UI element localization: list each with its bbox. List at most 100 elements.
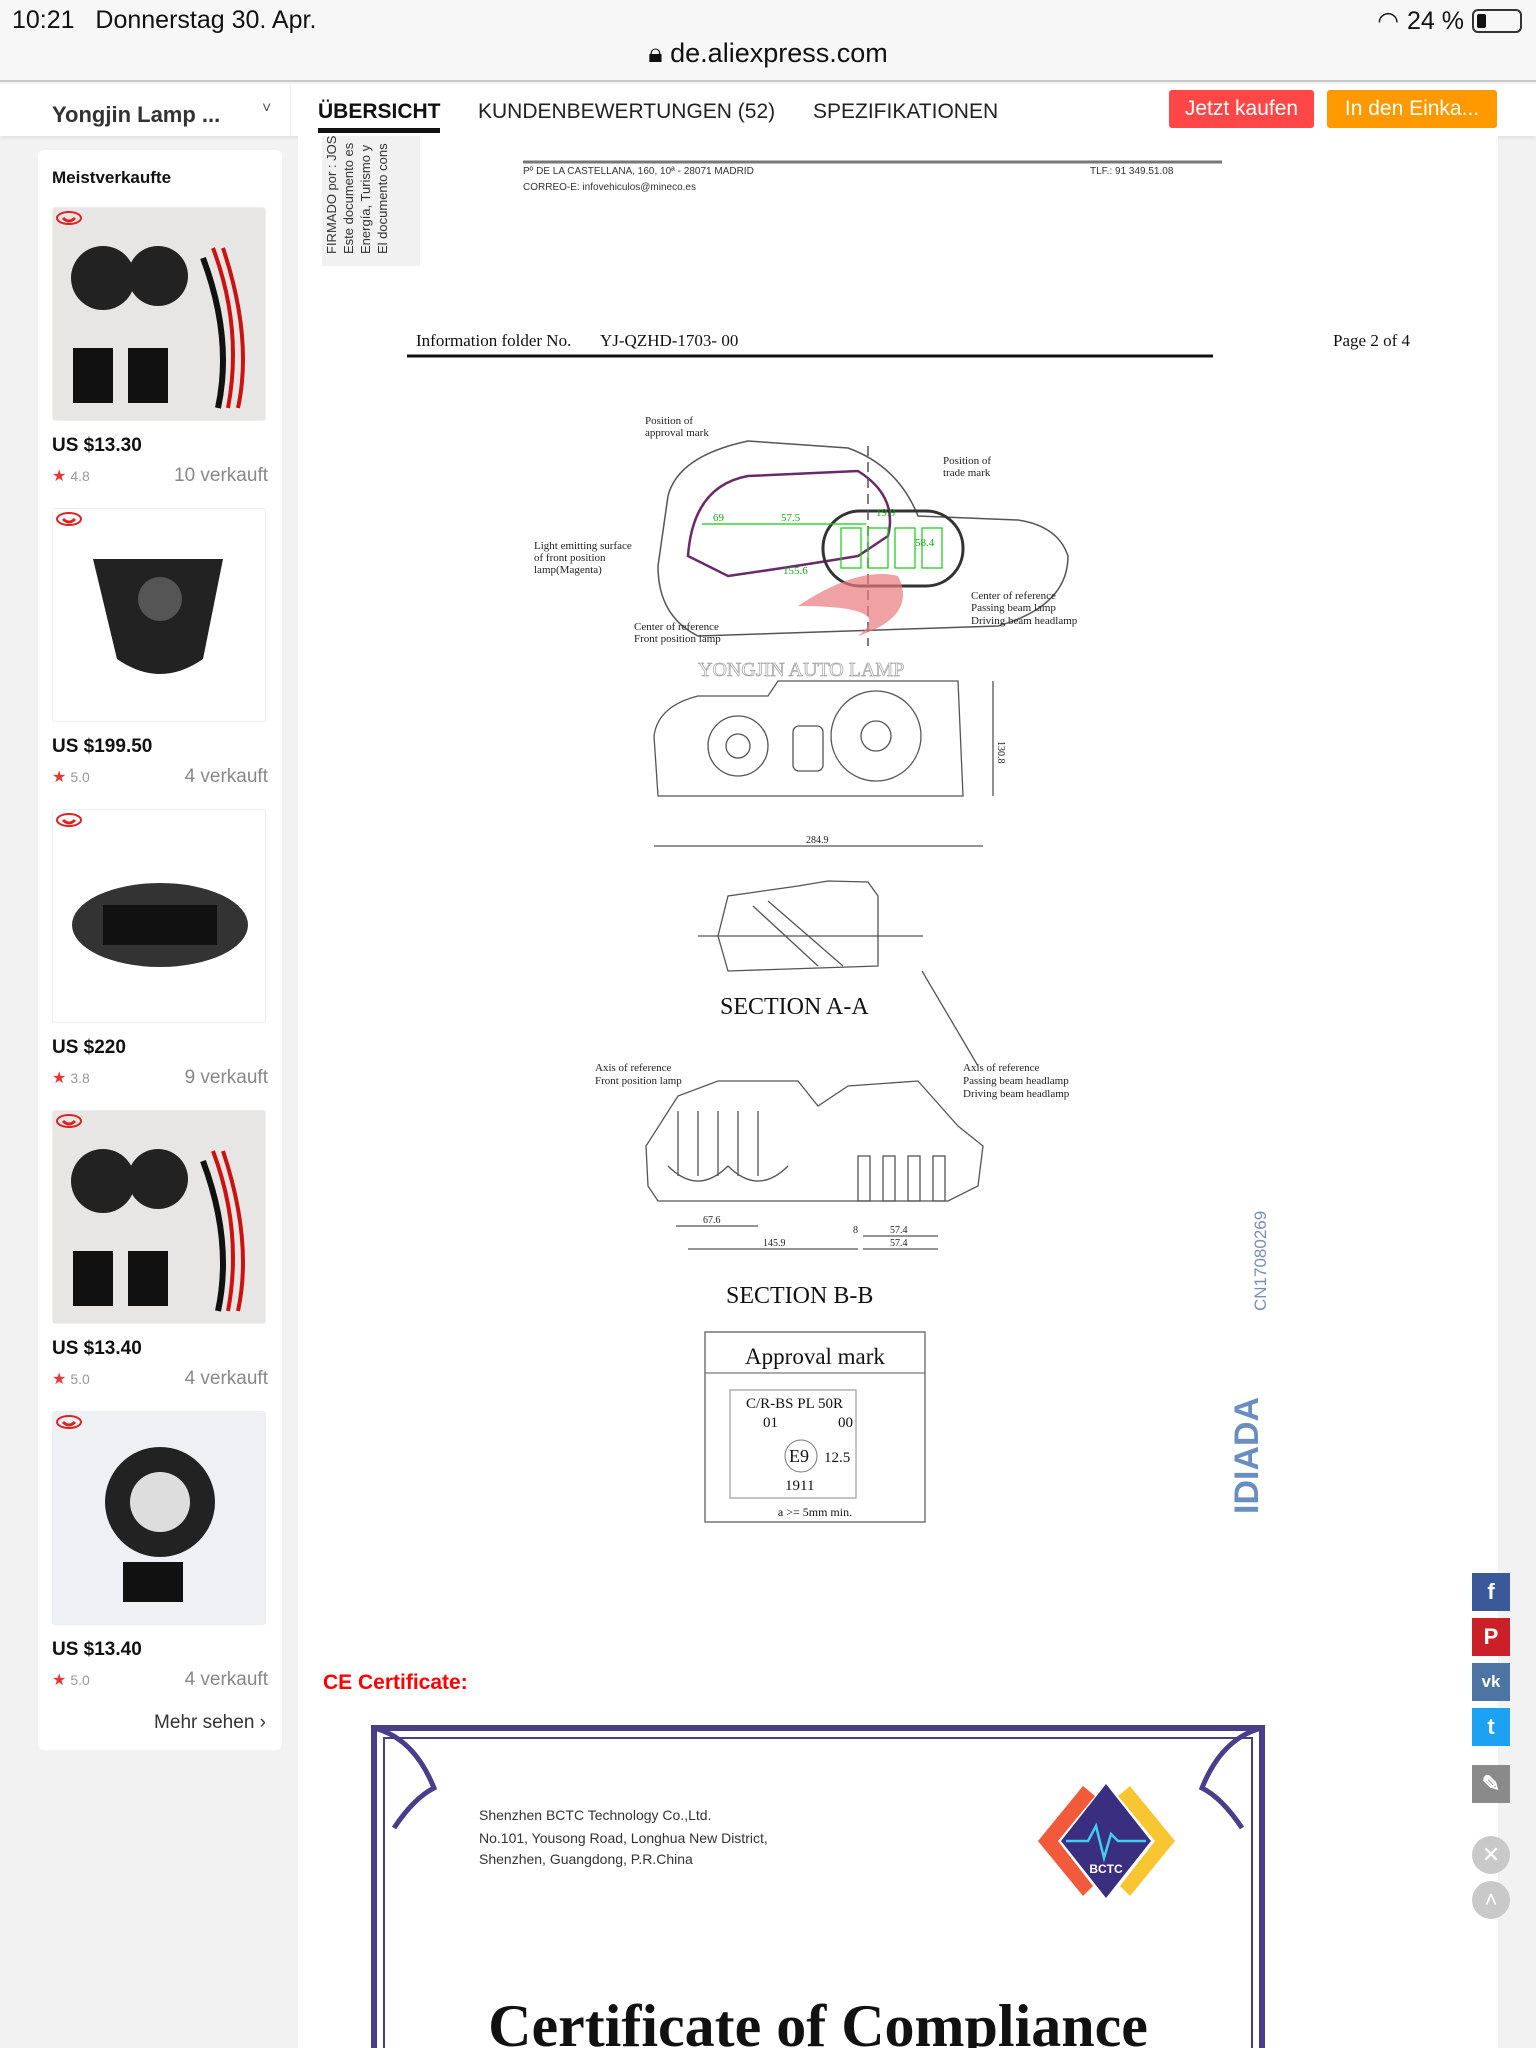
product-price: US $13.30 (52, 435, 142, 456)
product-price: US $13.40 (52, 1338, 142, 1359)
svg-text:Center of reference: Center of reference (971, 590, 1056, 602)
bctc-logo: BCTC (1038, 1784, 1175, 1898)
product-image[interactable] (52, 207, 266, 421)
ce-address-2: Shenzhen, Guangdong, P.R.China (479, 1851, 693, 1867)
doc-email: CORREO-E: infovehiculos@mineco.es (523, 182, 696, 193)
status-bar: 10:21 Donnerstag 30. Apr. ◠ 24 % 🔒︎ de.a… (0, 0, 1536, 82)
brand-logo (56, 1415, 82, 1429)
svg-text:145.9: 145.9 (763, 1238, 786, 1249)
facebook-share-button[interactable]: f (1472, 1573, 1510, 1611)
product-photo (53, 810, 265, 1022)
svg-text:67.6: 67.6 (703, 1215, 721, 1226)
address-bar[interactable]: 🔒︎ de.aliexpress.com (648, 38, 888, 68)
svg-text:Position of: Position of (943, 455, 991, 467)
sold-count: 9 verkauft (184, 1067, 268, 1088)
svg-text:Axis of reference: Axis of reference (595, 1062, 671, 1074)
star-icon: ★ (52, 468, 67, 485)
svg-text:19.9: 19.9 (876, 507, 896, 519)
product-description: FIRMADO por : JOS Este documento es Ener… (298, 136, 1498, 2048)
star-icon: ★ (52, 1672, 67, 1689)
svg-text:Driving beam headlamp: Driving beam headlamp (971, 615, 1078, 627)
approval-mark-box: Approval mark C/R-BS PL 50R 01 00 E9 12.… (704, 1331, 926, 1523)
svg-text:Front position lamp: Front position lamp (634, 633, 721, 645)
stamp-line: El documento cons (375, 143, 390, 254)
stamp-line: Energía, Turismo y (358, 144, 373, 254)
chevron-down-icon[interactable]: ˅ (262, 100, 272, 117)
rating-value: 5.0 (70, 1672, 90, 1688)
svg-text:C/R-BS PL 50R: C/R-BS PL 50R (746, 1396, 843, 1412)
product-image[interactable] (52, 1411, 266, 1625)
twitter-share-button[interactable]: t (1472, 1708, 1510, 1746)
section-bb-drawing (645, 1080, 984, 1250)
side-view-drawing (653, 680, 994, 847)
svg-text:57.4: 57.4 (890, 1238, 908, 1249)
certificate-number: CN17080269 (1251, 1211, 1270, 1311)
folder-label: Information folder No. (416, 331, 571, 350)
product-image[interactable] (52, 1110, 266, 1324)
close-icon: ✕ (1481, 1842, 1501, 1867)
svg-text:trade mark: trade mark (943, 467, 991, 479)
svg-text:BCTC: BCTC (1089, 1862, 1123, 1876)
buy-now-button[interactable]: Jetzt kaufen (1169, 90, 1314, 128)
vk-share-button[interactable]: vk (1472, 1663, 1510, 1701)
active-tab-indicator (318, 128, 440, 133)
certificate-title: Certificate of Compliance (488, 1993, 1148, 2048)
product-photo (71, 1149, 245, 1312)
section-aa-label: SECTION A-A (720, 994, 869, 1020)
product-card[interactable]: US $13.40 ★5.0 4 verkauft (52, 1411, 268, 1691)
tab-overview[interactable]: ÜBERSICHT (318, 100, 441, 123)
chevron-up-icon: ˄ (1484, 1887, 1498, 1912)
tab-reviews[interactable]: KUNDENBEWERTUNGEN (52) (478, 100, 776, 123)
ce-address-1: No.101, Yousong Road, Longhua New Distri… (479, 1830, 768, 1846)
svg-text:12.5: 12.5 (824, 1450, 850, 1466)
sold-count: 4 verkauft (184, 1368, 268, 1389)
product-image[interactable] (52, 508, 266, 722)
status-time: 10:21 Donnerstag 30. Apr. (12, 6, 317, 34)
product-photo (71, 246, 245, 409)
vk-icon: vk (1481, 1672, 1501, 1691)
svg-text:Center of reference: Center of reference (634, 621, 719, 633)
svg-text:1911: 1911 (785, 1478, 814, 1494)
store-name[interactable]: Yongjin Lamp ... (52, 102, 221, 127)
svg-text:Passing beam headlamp: Passing beam headlamp (963, 1075, 1069, 1087)
svg-text:E9: E9 (789, 1446, 809, 1466)
lock-icon: 🔒︎ (648, 38, 663, 68)
star-icon: ★ (52, 1070, 67, 1087)
sold-count: 4 verkauft (184, 1669, 268, 1690)
svg-text:Driving beam headlamp: Driving beam headlamp (963, 1088, 1070, 1100)
product-image[interactable] (52, 809, 266, 1023)
twitter-icon: t (1487, 1714, 1495, 1739)
product-price: US $13.40 (52, 1639, 142, 1660)
brand-logo (56, 1114, 82, 1128)
svg-text:Approval mark: Approval mark (745, 1344, 885, 1369)
stamp-line: Este documento es (341, 142, 356, 254)
wifi-icon: ◠ (1377, 7, 1400, 35)
svg-text:00: 00 (838, 1415, 853, 1431)
certificate-frame (371, 1725, 1265, 2048)
scroll-top-button[interactable]: ˄ (1472, 1881, 1510, 1919)
pinterest-share-button[interactable]: P (1472, 1618, 1510, 1656)
tab-specifications[interactable]: SPEZIFIKATIONEN (813, 100, 999, 123)
product-nav-bar: Yongjin Lamp ... ˅ ÜBERSICHT KUNDENBEWER… (0, 84, 1536, 136)
brand-logo (56, 813, 82, 827)
svg-text:a >= 5mm min.: a >= 5mm min. (778, 1505, 852, 1519)
product-photo (53, 509, 265, 721)
see-more-link[interactable]: Mehr sehen › (154, 1712, 266, 1733)
doc-phone: TLF.: 91 349.51.08 (1090, 166, 1174, 177)
svg-text:Passing beam lamp: Passing beam lamp (971, 602, 1056, 614)
svg-text:lamp(Magenta): lamp(Magenta) (534, 564, 602, 576)
edit-button[interactable]: ✎ (1472, 1765, 1510, 1803)
add-to-cart-button[interactable]: In den Einka... (1327, 90, 1497, 128)
svg-text:284.9: 284.9 (806, 835, 829, 846)
battery-icon (1472, 9, 1522, 33)
battery-percent: 24 % (1407, 6, 1464, 35)
brand-logo (56, 512, 82, 526)
ce-certificate-heading: CE Certificate: (323, 1671, 468, 1694)
close-button[interactable]: ✕ (1472, 1836, 1510, 1874)
